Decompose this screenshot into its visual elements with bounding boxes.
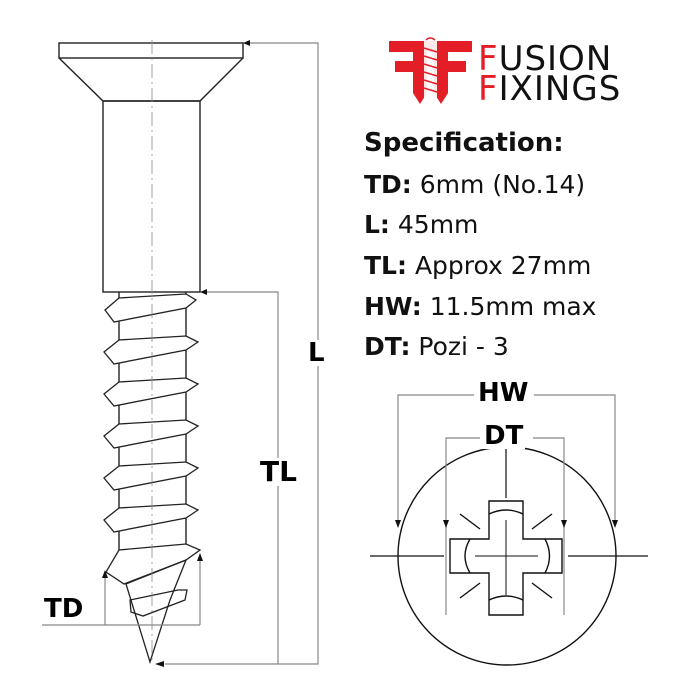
spec-title: Specification: (364, 128, 564, 158)
brand-name-line-1: FUSION (478, 39, 613, 79)
ff-screw-logo-icon (389, 37, 472, 104)
screw-shank (102, 100, 201, 293)
spec-l: L: 45mm (364, 210, 479, 239)
pozidriv-cross-icon (449, 500, 563, 616)
screw-threads (103, 293, 202, 665)
label-thread-diameter: TD (44, 594, 84, 624)
screw-head-cone (58, 57, 244, 102)
brand-name-line-2: FIXINGS (478, 69, 622, 109)
dimension-line-l (165, 42, 319, 665)
spec-dt: DT: Pozi - 3 (364, 332, 509, 361)
spec-hw: HW: 11.5mm max (364, 292, 597, 321)
spec-td: TD: 6mm (No.14) (364, 170, 586, 199)
label-thread-length: TL (258, 455, 299, 488)
label-head-width: HW (476, 378, 531, 408)
label-length: L (306, 338, 327, 368)
label-drive-type: DT (482, 421, 526, 451)
spec-tl: TL: Approx 27mm (364, 251, 592, 280)
screw-head-top (58, 42, 244, 59)
